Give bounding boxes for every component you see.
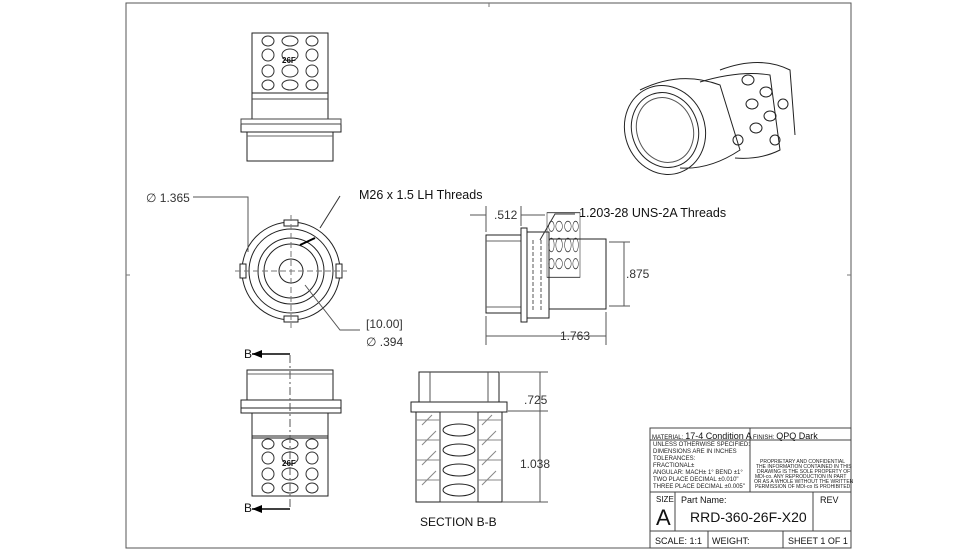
size-value: A xyxy=(656,505,671,530)
proprietary-line: PERMISSION OF MDI-co IS PROHIBITED. xyxy=(755,484,852,490)
spec-line: TOLERANCES: xyxy=(653,456,696,462)
front-view xyxy=(240,32,342,162)
section-marker-bottom: B xyxy=(244,501,253,515)
section-marked-view xyxy=(240,355,342,508)
spec-line: DIMENSIONS ARE IN INCHES xyxy=(653,449,737,455)
spec-line: UNLESS OTHERWISE SPECIFIED: xyxy=(653,442,750,448)
dim-bore-mm: [10.00] xyxy=(366,317,403,331)
section-view xyxy=(410,371,508,503)
dim-overall-length: 1.763 xyxy=(560,329,591,343)
spec-line: FRACTIONAL± xyxy=(653,463,695,469)
engraving-label: 26F xyxy=(282,56,296,65)
isometric-view xyxy=(623,62,796,175)
spec-line: THREE PLACE DECIMAL ±0.005" xyxy=(653,484,745,490)
spec-line: TWO PLACE DECIMAL ±0.010" xyxy=(653,477,739,483)
proprietary-line: DRAWING IS THE SOLE PROPERTY OF xyxy=(757,469,851,475)
dim-section-bottom: 1.038 xyxy=(520,457,551,471)
dim-section-top: .725 xyxy=(524,393,548,407)
spec-line: ANGULAR: MACH± 1° BEND ±1° xyxy=(653,470,743,476)
proprietary-line: OR AS A WHOLE WITHOUT THE WRITTEN xyxy=(754,479,854,485)
part-name-label: Part Name: xyxy=(681,495,727,505)
section-marker-top: B xyxy=(244,347,253,361)
engraving-label-lower: 26F xyxy=(282,459,296,468)
sheet-field: SHEET 1 OF 1 xyxy=(788,536,848,546)
weight-field: WEIGHT: xyxy=(712,536,750,546)
dim-outer-diameter: ∅ 1.365 xyxy=(146,191,190,205)
part-number: RRD-360-26F-X20 xyxy=(690,509,807,525)
sheet-border xyxy=(125,2,852,549)
finish-field: FINISH: QPQ Dark xyxy=(753,431,818,441)
dim-body-diameter: .875 xyxy=(626,267,650,281)
size-label: SIZE xyxy=(656,495,674,504)
proprietary-line: MDI-co. ANY REPRODUCTION IN PART xyxy=(755,474,847,480)
proprietary-line: PROPRIETARY AND CONFIDENTIAL xyxy=(760,459,846,465)
section-caption: SECTION B-B xyxy=(420,515,497,529)
proprietary-line: THE INFORMATION CONTAINED IN THIS xyxy=(756,464,852,470)
dim-shoulder-length: .512 xyxy=(494,208,518,222)
side-view xyxy=(485,212,607,323)
material-field: MATERIAL: 17-4 Condition A xyxy=(652,431,752,441)
end-view xyxy=(235,215,347,328)
rev-label: REV xyxy=(820,495,839,505)
dim-bore-diameter: ∅ .394 xyxy=(366,335,404,349)
thread-note-uns: 1.203-28 UNS-2A Threads xyxy=(579,206,727,220)
thread-note-metric: M26 x 1.5 LH Threads xyxy=(359,188,483,202)
scale-field: SCALE: 1:1 xyxy=(655,536,703,546)
title-block xyxy=(649,427,852,549)
